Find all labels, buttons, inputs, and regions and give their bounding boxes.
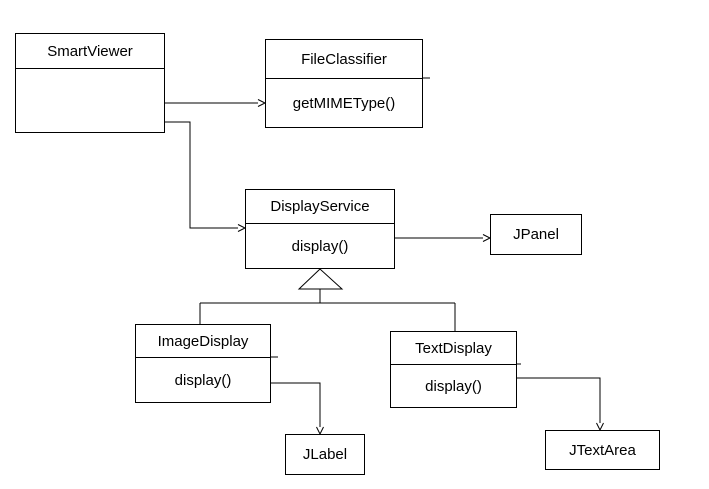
method-label-fileclassifier: getMIMEType() [292,94,396,112]
arrowhead-right-icon [482,234,492,242]
class-name-textdisplay: TextDisplay [391,332,516,365]
connector-imagedisplay-jlabel [271,382,324,436]
arrowhead-right-icon [237,224,247,232]
class-box-smartviewer: SmartViewer [15,33,165,133]
connector-smartviewer-fileclassifier [165,99,267,107]
class-box-textdisplay: TextDisplay display() [390,331,517,408]
class-box-displayservice: DisplayService display() [245,189,395,269]
connector-generalization [199,268,456,331]
arrowhead-right-icon [257,99,267,107]
arrowhead-down-icon [316,426,324,436]
method-label-displayservice: display() [291,237,349,255]
class-name-fileclassifier: FileClassifier [266,40,422,79]
class-name-displayservice: DisplayService [246,190,394,224]
connector-displayservice-jpanel [395,234,492,242]
class-name-jtextarea: JTextArea [569,441,636,459]
class-name-jpanel: JPanel [513,226,559,243]
connector-smartviewer-displayservice [165,121,247,232]
arrowhead-down-icon [596,422,604,432]
class-body-smartviewer [16,69,164,132]
method-label-imagedisplay: display() [174,371,232,389]
divider-overhangs [271,77,521,365]
class-box-jtextarea: JTextArea [545,430,660,470]
inheritance-triangle-icon [297,268,344,290]
class-box-jlabel: JLabel [285,434,365,475]
class-box-imagedisplay: ImageDisplay display() [135,324,271,403]
class-box-fileclassifier: FileClassifier getMIMEType() [265,39,423,128]
method-label-textdisplay: display() [425,377,482,395]
connector-textdisplay-jtextarea [517,377,604,432]
class-name-jlabel: JLabel [302,446,348,463]
class-name-imagedisplay: ImageDisplay [136,325,270,358]
class-name-smartviewer: SmartViewer [16,34,164,69]
class-box-jpanel: JPanel [490,214,582,255]
